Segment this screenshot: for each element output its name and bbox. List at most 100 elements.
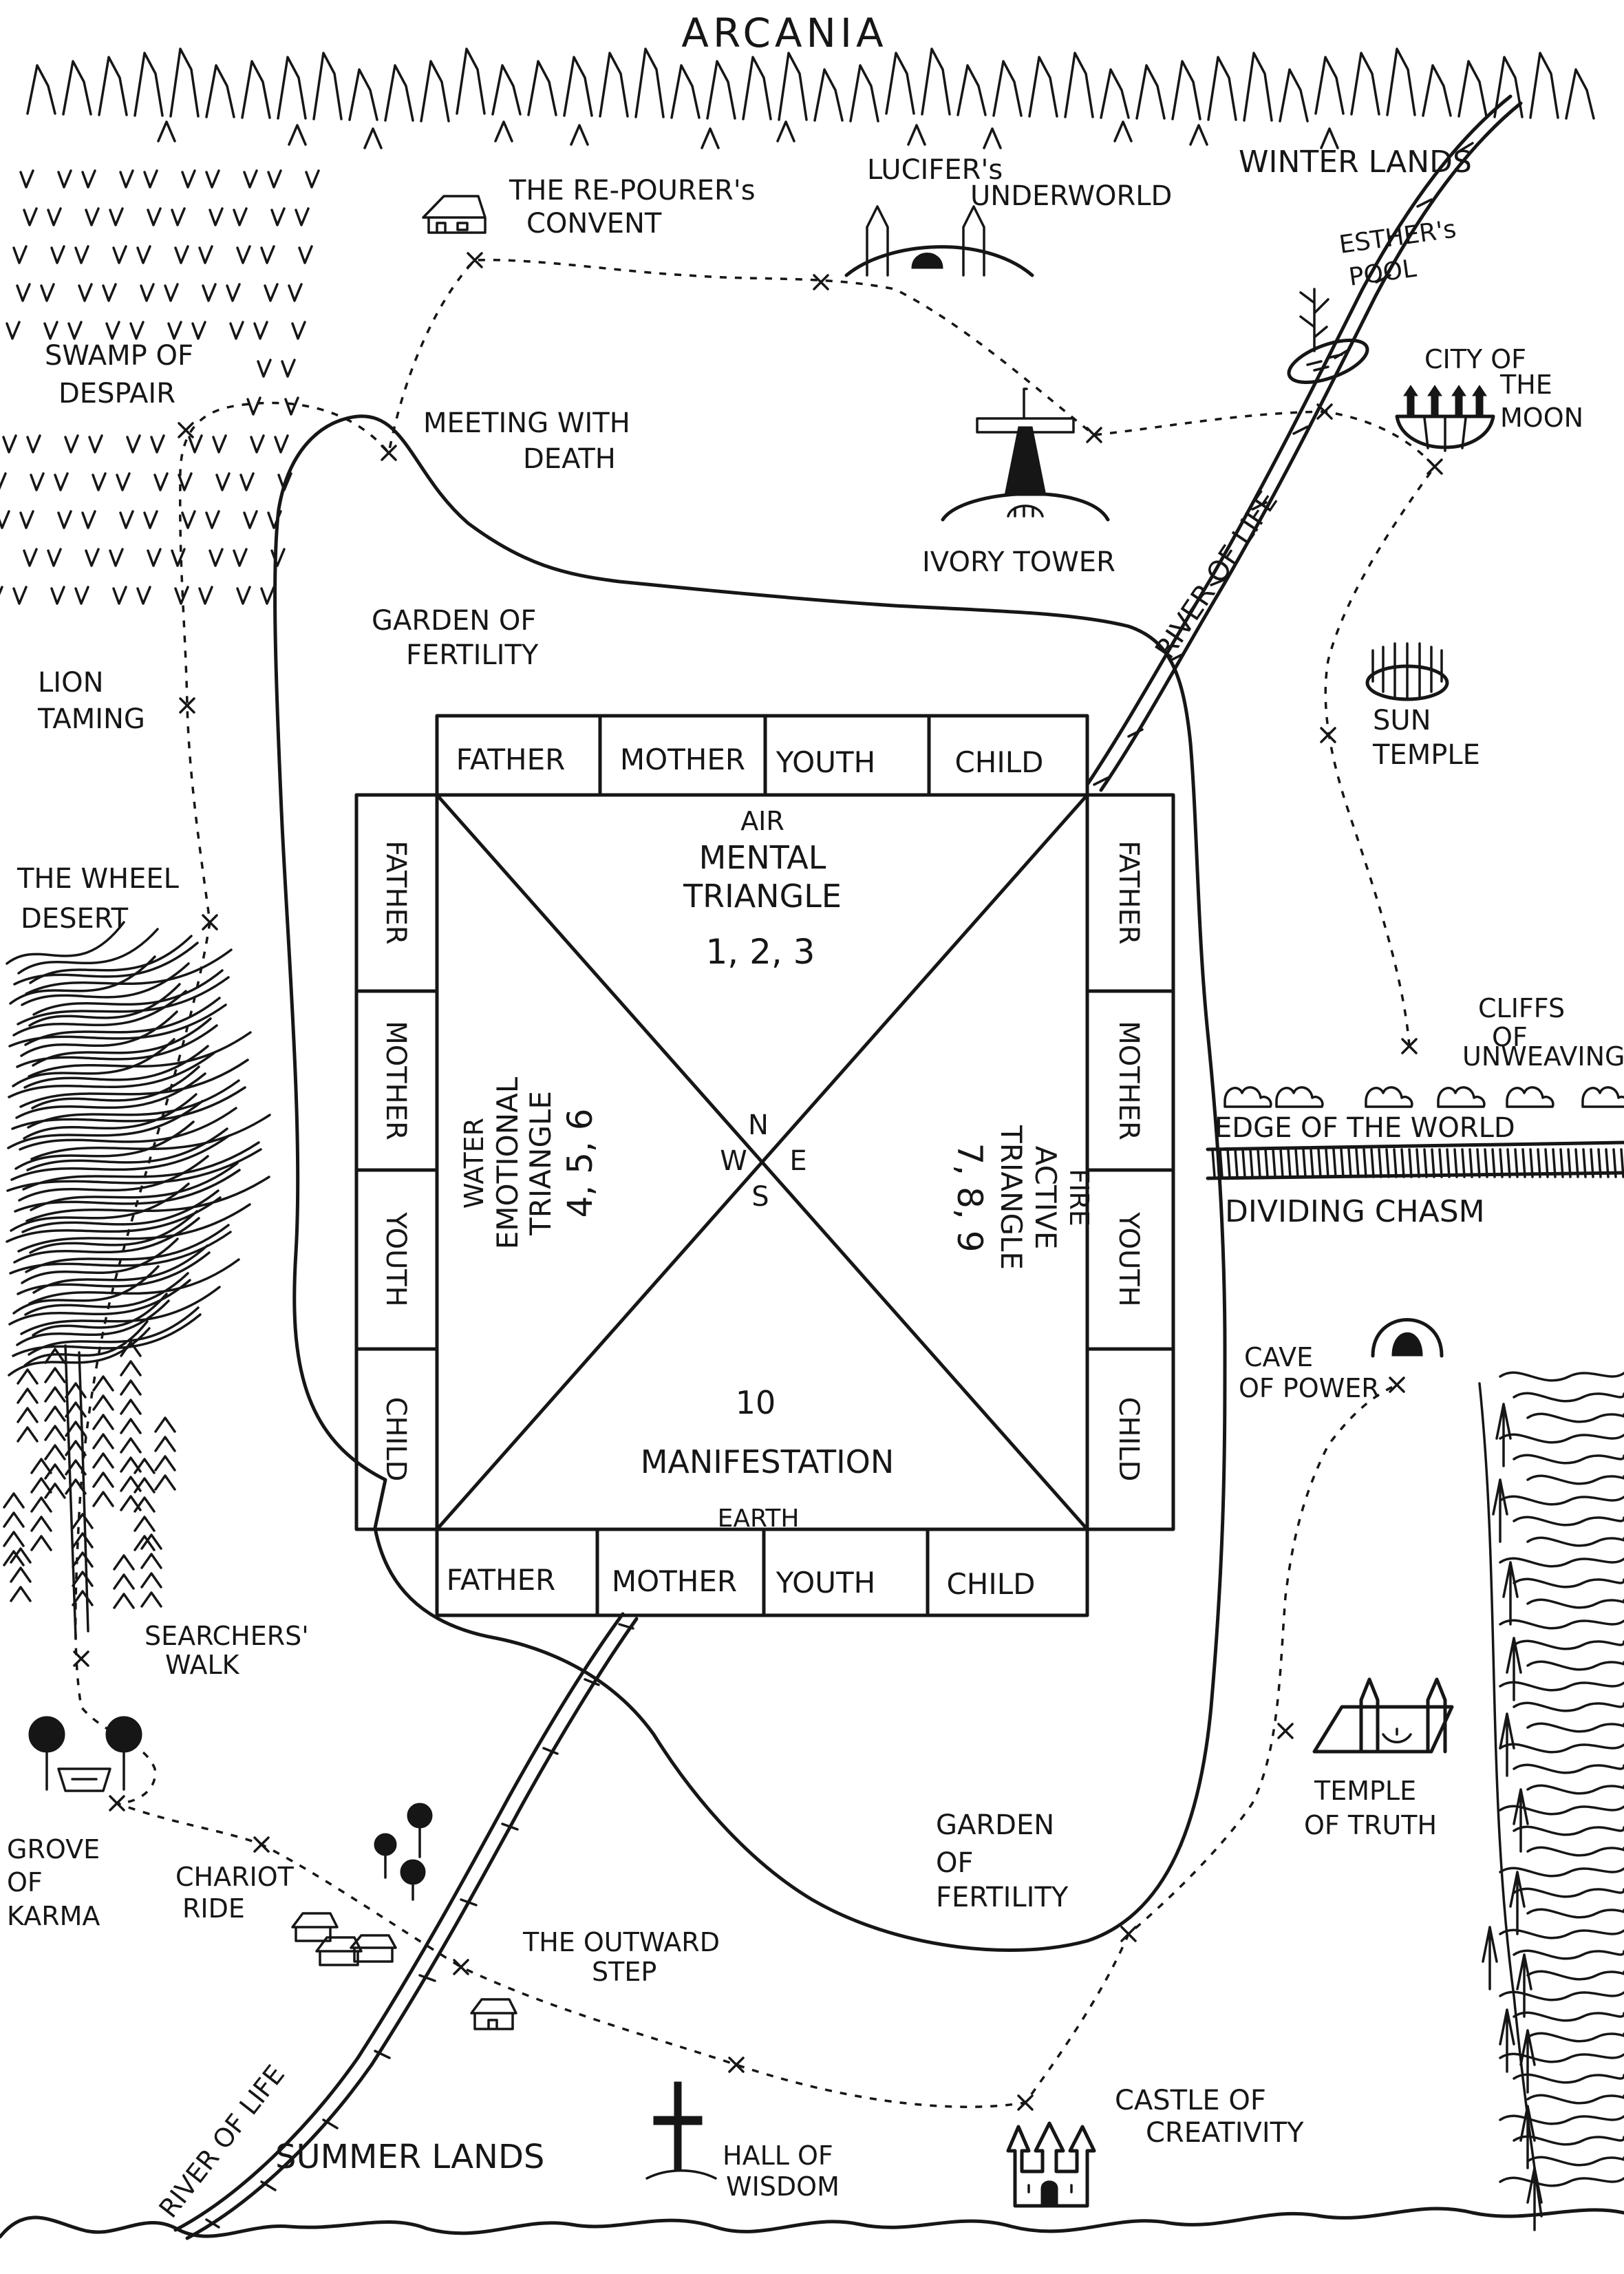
grove-of-karma-label-3: KARMA bbox=[7, 1901, 100, 1931]
garden-of-fertility-south-label-1: GARDEN bbox=[936, 1809, 1054, 1841]
mental-label: MENTAL bbox=[699, 839, 826, 876]
central-square bbox=[354, 714, 1175, 1617]
lucifers-underworld-label-1: LUCIFER's bbox=[867, 154, 1003, 186]
cave-of-power-label-2: OF POWER bbox=[1239, 1373, 1380, 1403]
left-cell-mother: MOTHER bbox=[380, 1021, 412, 1140]
grove-of-karma-label-2: OF bbox=[7, 1867, 43, 1898]
compass: N W E S bbox=[720, 1109, 806, 1213]
hall-of-wisdom-cross-icon bbox=[645, 2081, 717, 2180]
chariot-ride-houses-icon bbox=[291, 1912, 397, 1966]
searchers-walk-label-2: WALK bbox=[165, 1650, 240, 1680]
esthers-pool-label-2: POOL bbox=[1347, 255, 1418, 292]
triangle-label: TRIANGLE bbox=[683, 878, 842, 915]
summer-lands-label: SUMMER LANDS bbox=[275, 2138, 544, 2176]
temple-of-truth-label-1: TEMPLE bbox=[1314, 1776, 1416, 1806]
swamp-of-despair-label-2: DESPAIR bbox=[58, 378, 175, 410]
the-wheel-desert-label-2: DESERT bbox=[21, 903, 129, 935]
sun-temple-icon bbox=[1365, 642, 1449, 701]
number-10: 10 bbox=[736, 1384, 776, 1421]
compass-n: N bbox=[748, 1109, 769, 1141]
temple-of-truth-icon bbox=[1312, 1677, 1454, 1754]
cliffs-of-unweaving-label-2: OF bbox=[1492, 1022, 1528, 1052]
right-cell-child: CHILD bbox=[1113, 1397, 1144, 1482]
earth-label: EARTH bbox=[718, 1505, 800, 1533]
fire-label: FIRE bbox=[1064, 1169, 1094, 1226]
cliffs-of-unweaving-label-1: CLIFFS bbox=[1478, 993, 1565, 1023]
manifestation-triangle: 10 MANIFESTATION EARTH bbox=[641, 1384, 895, 1533]
southern-coastline bbox=[0, 2207, 1624, 2239]
the-outward-step-label-2: STEP bbox=[592, 1957, 656, 1987]
lion-taming-label-1: LION bbox=[38, 667, 104, 699]
manifestation-label: MANIFESTATION bbox=[641, 1443, 895, 1480]
reporers-convent-label-1: THE RE-POURER's bbox=[509, 175, 756, 206]
river-of-life-south bbox=[173, 1612, 639, 2240]
water-label: WATER bbox=[459, 1118, 489, 1209]
top-cell-father: FATHER bbox=[456, 743, 566, 776]
temple-of-truth-label-2: OF TRUTH bbox=[1304, 1810, 1437, 1840]
square-top-cells: FATHER MOTHER YOUTH CHILD bbox=[456, 743, 1044, 779]
garden-of-fertility-north-label-1: GARDEN OF bbox=[372, 605, 536, 637]
searchers-walk-label-1: SEARCHERS' bbox=[145, 1621, 309, 1651]
chariot-ride-label-2: RIDE bbox=[182, 1893, 245, 1924]
journey-path bbox=[74, 258, 1437, 2108]
triangle-label-west: TRIANGLE bbox=[524, 1091, 557, 1236]
emotional-triangle: WATER EMOTIONAL TRIANGLE 4, 5, 6 bbox=[459, 1076, 600, 1249]
castle-of-creativity-icon bbox=[1006, 2121, 1096, 2208]
garden-of-fertility-boundary bbox=[273, 414, 1227, 1952]
cave-of-power-icon bbox=[1371, 1318, 1444, 1358]
hall-of-wisdom-label-1: HALL OF bbox=[723, 2140, 833, 2171]
left-cell-child: CHILD bbox=[380, 1397, 412, 1482]
city-of-the-moon-label-2: THE bbox=[1499, 370, 1552, 400]
mental-triangle: AIR MENTAL TRIANGLE 1, 2, 3 bbox=[683, 806, 842, 972]
swamp-of-despair-label-1: SWAMP OF bbox=[45, 340, 193, 372]
bottom-cell-father: FATHER bbox=[447, 1563, 556, 1597]
lucifers-underworld-label-2: UNDERWORLD bbox=[970, 180, 1172, 212]
journey-waypoints bbox=[73, 252, 1443, 2111]
dividing-chasm bbox=[1206, 1086, 1624, 1180]
map-title: ARCANIA bbox=[681, 10, 887, 56]
hall-of-wisdom-label-2: WISDOM bbox=[726, 2171, 840, 2202]
river-of-life-north-label: RIVER OF LIFE bbox=[1149, 486, 1284, 665]
convent-house-icon bbox=[422, 195, 487, 234]
active-label: ACTIVE bbox=[1029, 1146, 1062, 1250]
castle-of-creativity-label-2: CREATIVITY bbox=[1146, 2117, 1304, 2149]
cave-of-power-label-1: CAVE bbox=[1244, 1342, 1313, 1372]
wheel-desert-hatching bbox=[6, 921, 271, 1377]
left-cell-father: FATHER bbox=[380, 840, 412, 944]
esthers-pool-icon bbox=[1287, 288, 1369, 384]
ivory-tower-label: IVORY TOWER bbox=[922, 546, 1115, 578]
castle-of-creativity-label-1: CASTLE OF bbox=[1115, 2085, 1266, 2116]
mountain-range bbox=[26, 47, 1595, 149]
right-cell-mother: MOTHER bbox=[1113, 1021, 1144, 1140]
city-of-the-moon-icon bbox=[1395, 385, 1495, 452]
grove-of-karma-label-1: GROVE bbox=[7, 1834, 100, 1864]
ivory-tower-icon bbox=[941, 387, 1110, 522]
top-cell-child: CHILD bbox=[954, 745, 1043, 779]
cliffs-of-unweaving-label-3: UNWEAVING bbox=[1462, 1041, 1624, 1072]
meeting-with-death-label-1: MEETING WITH bbox=[423, 407, 630, 439]
outward-step-house-icon bbox=[470, 1998, 517, 2030]
compass-w: W bbox=[720, 1145, 747, 1177]
numbers-1-2-3: 1, 2, 3 bbox=[705, 932, 815, 972]
underworld-mound-icon bbox=[844, 205, 1034, 277]
city-of-the-moon-label-3: MOON bbox=[1500, 403, 1583, 433]
garden-of-fertility-north-label-2: FERTILITY bbox=[406, 639, 539, 671]
numbers-7-8-9: 7, 8, 9 bbox=[950, 1143, 990, 1252]
bottom-cell-youth: YOUTH bbox=[776, 1566, 875, 1600]
trees-icon bbox=[374, 1803, 433, 1901]
meeting-with-death-label-2: DEATH bbox=[523, 443, 616, 475]
right-cell-father: FATHER bbox=[1113, 840, 1144, 944]
dividing-chasm-label: DIVIDING CHASM bbox=[1225, 1194, 1485, 1229]
swamp-reeds bbox=[0, 169, 320, 605]
air-label: AIR bbox=[740, 806, 784, 836]
right-cell-youth: YOUTH bbox=[1113, 1211, 1144, 1307]
bottom-cell-mother: MOTHER bbox=[612, 1564, 737, 1598]
garden-of-fertility-south-label-2: OF bbox=[936, 1847, 974, 1879]
eastern-sea-and-forest bbox=[1478, 1371, 1624, 2231]
top-cell-youth: YOUTH bbox=[776, 745, 875, 779]
compass-e: E bbox=[789, 1145, 806, 1177]
square-right-cells: FATHER MOTHER YOUTH CHILD bbox=[1113, 840, 1144, 1481]
left-cell-youth: YOUTH bbox=[380, 1211, 412, 1307]
numbers-4-5-6: 4, 5, 6 bbox=[560, 1108, 600, 1218]
